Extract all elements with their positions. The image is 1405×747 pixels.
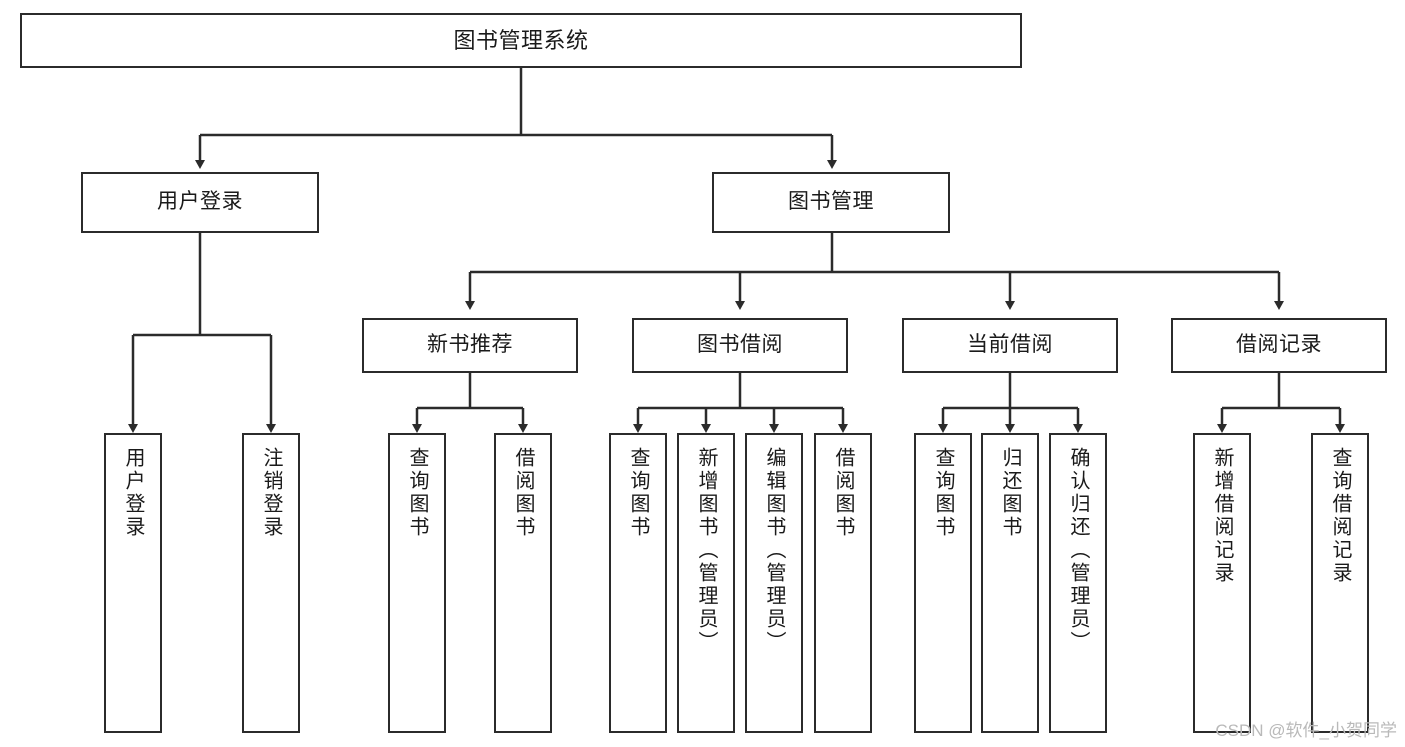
node-leaf-user-login-login[interactable]: 用户登录 xyxy=(104,433,162,733)
node-book-borrow[interactable]: 图书借阅 xyxy=(632,318,848,373)
node-leaf-label: 新增借阅记录 xyxy=(1211,447,1233,585)
node-leaf-new-book-borrow[interactable]: 借阅图书 xyxy=(494,433,552,733)
node-book-management[interactable]: 图书管理 xyxy=(712,172,950,233)
node-leaf-current-borrow-return[interactable]: 归还图书 xyxy=(981,433,1039,733)
node-leaf-borrow-record-query[interactable]: 查询借阅记录 xyxy=(1311,433,1369,733)
node-leaf-user-login-logout[interactable]: 注销登录 xyxy=(242,433,300,733)
node-leaf-label: 查询图书 xyxy=(932,447,954,539)
node-leaf-label: 编辑图书（管理员） xyxy=(763,447,785,654)
node-leaf-label: 查询借阅记录 xyxy=(1329,447,1351,585)
node-leaf-label: 用户登录 xyxy=(122,447,144,539)
node-leaf-book-borrow-query[interactable]: 查询图书 xyxy=(609,433,667,733)
node-leaf-label: 新增图书（管理员） xyxy=(695,447,717,654)
watermark: CSDN @软件_小贺同学 xyxy=(1215,721,1397,740)
node-root[interactable]: 图书管理系统 xyxy=(20,13,1022,68)
node-leaf-borrow-record-add[interactable]: 新增借阅记录 xyxy=(1193,433,1251,733)
node-new-book-recommend[interactable]: 新书推荐 xyxy=(362,318,578,373)
node-book-management-label: 图书管理 xyxy=(788,190,874,214)
node-leaf-current-borrow-confirm[interactable]: 确认归还（管理员） xyxy=(1049,433,1107,733)
node-leaf-book-borrow-add[interactable]: 新增图书（管理员） xyxy=(677,433,735,733)
node-leaf-label: 归还图书 xyxy=(999,447,1021,539)
node-root-label: 图书管理系统 xyxy=(453,27,589,53)
node-leaf-label: 查询图书 xyxy=(406,447,428,539)
node-leaf-label: 注销登录 xyxy=(260,447,282,539)
node-leaf-label: 借阅图书 xyxy=(512,447,534,539)
node-leaf-new-book-query[interactable]: 查询图书 xyxy=(388,433,446,733)
node-borrow-record-label: 借阅记录 xyxy=(1236,333,1322,357)
node-leaf-label: 确认归还（管理员） xyxy=(1067,447,1089,654)
node-borrow-record[interactable]: 借阅记录 xyxy=(1171,318,1387,373)
node-user-login[interactable]: 用户登录 xyxy=(81,172,319,233)
node-current-borrow[interactable]: 当前借阅 xyxy=(902,318,1118,373)
node-leaf-book-borrow-edit[interactable]: 编辑图书（管理员） xyxy=(745,433,803,733)
node-leaf-book-borrow-borrow[interactable]: 借阅图书 xyxy=(814,433,872,733)
node-user-login-label: 用户登录 xyxy=(157,190,243,214)
node-leaf-label: 借阅图书 xyxy=(832,447,854,539)
node-new-book-recommend-label: 新书推荐 xyxy=(427,333,513,357)
node-leaf-current-borrow-query[interactable]: 查询图书 xyxy=(914,433,972,733)
node-leaf-label: 查询图书 xyxy=(627,447,649,539)
node-current-borrow-label: 当前借阅 xyxy=(967,333,1053,357)
node-book-borrow-label: 图书借阅 xyxy=(697,333,783,357)
